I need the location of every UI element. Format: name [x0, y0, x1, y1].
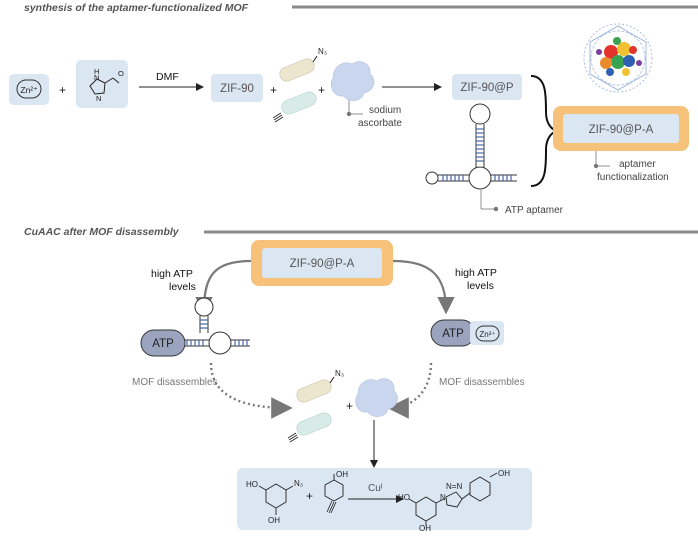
triazole-ring: [445, 491, 463, 508]
plus-sign: +: [346, 399, 353, 413]
released-alkyne-capsule: [287, 412, 332, 443]
sodium-ascorbate-line2: ascorbate: [358, 118, 402, 129]
protein-blob: sodium ascorbate: [330, 61, 402, 129]
left-dotted-arrow: [209, 362, 293, 419]
atp-aptamer-label: ATP aptamer: [505, 205, 564, 216]
svg-text:N=N: N=N: [446, 482, 462, 491]
section2-title: CuAAC after MOF disassembly: [24, 226, 180, 238]
curly-brace: [530, 75, 559, 187]
zinc-ion-reactant: Zn²⁺: [9, 74, 49, 105]
zif90-p-box: ZIF-90@P: [452, 74, 522, 100]
mof-crystal-illustration: [583, 23, 653, 93]
right-curved-arrow: [392, 259, 455, 315]
released-azide-capsule: N₃: [296, 369, 344, 403]
zif90-label: ZIF-90: [220, 83, 254, 95]
ethynylphenol-structure: OH: [324, 470, 348, 514]
mof-disassembles-right: MOF disassembles: [439, 377, 525, 388]
atp-aptamer-structure: ATP aptamer: [425, 103, 564, 216]
aptamer-functionalization-line1: aptamer: [619, 159, 656, 170]
section1-title: synthesis of the aptamer-functionalized …: [24, 2, 249, 14]
azide-capsule: N₃: [279, 47, 327, 82]
svg-text:N₃: N₃: [294, 479, 303, 488]
svg-text:N: N: [94, 73, 99, 82]
alkyne-capsule: [272, 91, 317, 123]
atp-label-left: ATP: [152, 338, 174, 350]
imidazole-ring: [89, 78, 106, 95]
svg-text:HO: HO: [398, 493, 410, 502]
cuaac-reaction-box: HO N₃ OH + OH Cuᴵ HO OH N N=N: [237, 468, 532, 533]
right-high-atp-line2: levels: [467, 280, 494, 292]
plus-sign: +: [59, 83, 66, 97]
aptamer-base-pairs: [476, 128, 484, 162]
zif90-pa-frame: ZIF-90@P-A aptamer functionalization: [553, 106, 689, 183]
released-protein-blob: [355, 378, 398, 417]
atp-label-right: ATP: [442, 328, 464, 340]
plus-sign: +: [270, 83, 277, 97]
right-dotted-arrow: [387, 362, 433, 419]
zif90-pa-label: ZIF-90@P-A: [589, 124, 654, 136]
zinc-ion-label-right: Zn²⁺: [479, 330, 495, 339]
dmf-label: DMF: [156, 71, 179, 83]
aptamer-atp-complex: ATP: [140, 297, 250, 357]
right-high-atp-line1: high ATP: [455, 267, 497, 279]
zif90-p-label: ZIF-90@P: [460, 82, 514, 94]
released-azide-label: N₃: [335, 369, 344, 378]
svg-text:O: O: [118, 69, 124, 78]
dmf-arrow: DMF: [139, 71, 204, 91]
zif90-pa-frame-center: ZIF-90@P-A: [251, 240, 393, 286]
sodium-ascorbate-line1: sodium: [369, 105, 401, 116]
section2-header: CuAAC after MOF disassembly: [24, 226, 698, 238]
zinc-ion-pill: [16, 79, 42, 99]
left-high-atp-line1: high ATP: [151, 268, 193, 280]
zif90-box: ZIF-90: [211, 74, 263, 102]
zif90-pa-label-center: ZIF-90@P-A: [290, 258, 355, 270]
zinc-ion-label: Zn²⁺: [20, 85, 37, 95]
plus-sign: +: [318, 83, 325, 97]
catalyst-label: Cuᴵ: [368, 483, 383, 494]
azide-label: N₃: [318, 47, 327, 56]
svg-text:OH: OH: [498, 469, 510, 478]
atp-zinc-complex: ATP Zn²⁺: [430, 319, 504, 347]
azidophenol-structure: HO N₃ OH: [246, 479, 303, 525]
svg-text:OH: OH: [419, 524, 431, 532]
svg-text:OH: OH: [268, 516, 280, 525]
aptamer-functionalization-line2: functionalization: [597, 172, 669, 183]
svg-text:N: N: [96, 94, 101, 103]
svg-text:OH: OH: [336, 470, 348, 479]
svg-text:H: H: [94, 67, 99, 76]
plus-sign: +: [306, 489, 313, 503]
triazole-product-structure: HO OH N N=N OH: [398, 469, 510, 533]
left-high-atp-line2: levels: [169, 281, 196, 293]
svg-text:N: N: [440, 493, 446, 502]
mof-disassembles-left: MOF disassembles: [132, 377, 218, 388]
atp-pill-left: [140, 329, 186, 357]
section1-header: synthesis of the aptamer-functionalized …: [24, 2, 698, 14]
imidazole-aldehyde-reactant: H N N O: [76, 60, 128, 108]
svg-text:HO: HO: [246, 480, 258, 489]
